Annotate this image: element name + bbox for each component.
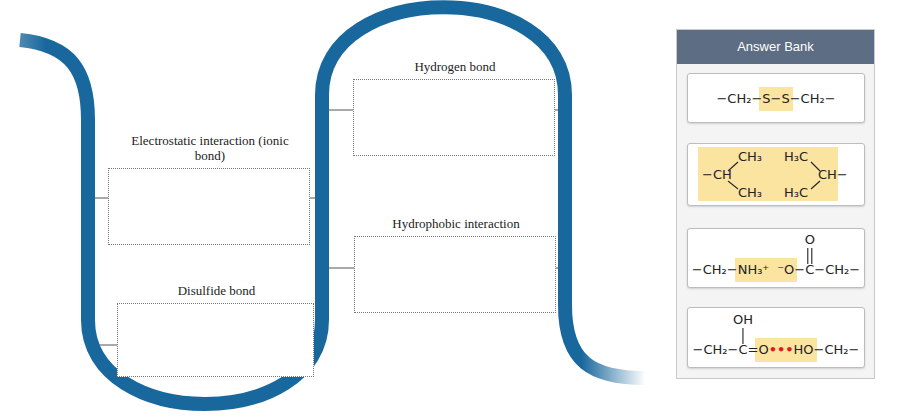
chem-text: H₃C [784,149,808,165]
box-heading: Electrostatic interaction (ionic bond) [130,133,290,163]
formula-row: −CH₂−NH₃⁺⁻O−C−CH₂− [688,262,864,278]
answer-bank-panel: Answer Bank−CH₂−S−S−CH₂−−CHCH₃CH₃H₃CH₃CC… [676,29,875,379]
protein-ribbon [20,7,645,404]
chem-text: −CH₂− [693,342,739,358]
chem-text: S−S [762,91,789,107]
drop-box: Hydrophobic interaction [354,236,556,313]
bond-line [811,181,820,189]
box-heading: Hydrogen bond [354,59,556,74]
bond-line [728,181,738,189]
formula-row: −CH₂−S−S−CH₂− [688,91,864,107]
chem-text: ••• [769,342,794,358]
chem-text: −CH₂− [814,342,860,358]
panel-title: Answer Bank [677,30,874,64]
chem-text: C [738,342,747,358]
panel-header: Answer Bank [677,30,874,64]
chem-text: H₃C [784,185,808,201]
chem-text: OH [733,312,753,328]
chem-text: −CH₂− [716,91,762,107]
chem-text: ⁻O [777,262,794,278]
answer-tile: −CH CH₃ CH₃ H₃C H₃C CH− [687,143,865,206]
chem-text: CH₃ [738,149,762,165]
bond-lines [688,308,866,369]
chem-text: C [805,262,814,278]
chem-text: −CH₂− [790,91,836,107]
chem-text: −CH [702,167,732,183]
bond-line [742,328,743,344]
chem-text: O [805,232,815,248]
answer-tile: −CH₂−C=O•••HO−CH₂−OH [687,307,865,368]
chem-text: = [747,342,758,358]
drop-box: Hydrogen bond [353,79,555,156]
box-heading: Hydrophobic interaction [355,216,557,231]
chem-text: −CH₂− [814,262,860,278]
answer-tile: −CH₂−NH₃⁺⁻O−C−CH₂−O [687,228,865,288]
bond-line [811,248,812,264]
chem-text: CH₃ [738,185,762,201]
answer-tile: −CH₂−S−S−CH₂− [687,73,865,123]
drop-box: Disulfide bond [117,303,314,377]
drop-box: Electrostatic interaction (ionic bond) [108,168,310,245]
chem-text: NH₃⁺ [738,262,770,278]
chem-text: O [758,342,768,358]
chem-text: − [794,262,805,278]
bond-lines [688,229,866,289]
box-heading: Disulfide bond [118,283,315,298]
formula-row: −CH₂−C=O•••HO−CH₂− [688,342,864,358]
chem-text: CH− [818,167,848,183]
chem-text: HO [794,342,814,358]
chem-text: −CH₂− [692,262,738,278]
bond-line [807,248,808,264]
